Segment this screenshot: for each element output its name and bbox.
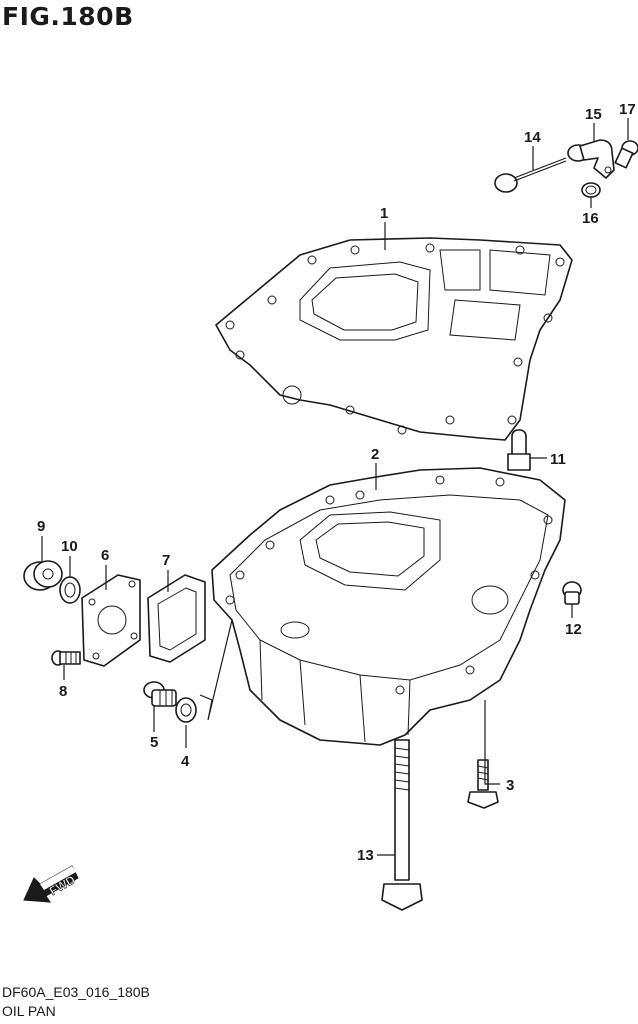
- part-washer-4[interactable]: [175, 697, 197, 723]
- part-bolt-3[interactable]: [467, 759, 499, 809]
- callout-4: 4: [181, 753, 190, 770]
- part-plug-9[interactable]: [23, 560, 63, 591]
- part-gasket-7[interactable]: [147, 574, 206, 663]
- leader-lines: [41, 118, 629, 856]
- callout-10: 10: [61, 538, 78, 555]
- part-plug-5[interactable]: [143, 681, 177, 707]
- callout-6: 6: [101, 547, 109, 564]
- part-oil-pan[interactable]: [211, 467, 566, 746]
- part-bolt-8[interactable]: [51, 650, 81, 666]
- part-o-ring-16[interactable]: [581, 182, 601, 198]
- figure-title: FIG.180B: [2, 2, 134, 31]
- callout-16: 16: [582, 210, 599, 227]
- figure-code: DF60A_E03_016_180B: [2, 984, 150, 1000]
- callout-13: 13: [357, 847, 374, 864]
- callout-2: 2: [371, 446, 379, 463]
- part-pin-11[interactable]: [507, 429, 531, 471]
- figure-name: OIL PAN: [2, 1003, 56, 1019]
- callout-7: 7: [162, 552, 170, 569]
- part-bolt-13[interactable]: [381, 739, 423, 911]
- fwd-arrow-icon: FWD: [23, 865, 79, 903]
- part-guide-15[interactable]: [567, 139, 615, 179]
- callout-1: 1: [380, 205, 388, 222]
- callout-3: 3: [506, 777, 514, 794]
- callout-8: 8: [59, 683, 67, 700]
- callout-17: 17: [619, 101, 636, 118]
- callout-11: 11: [550, 451, 566, 468]
- callouts: 1 2 3 4 5 6 7 8 9 10 11 12 13 14 15 16 1…: [37, 101, 636, 864]
- part-washer-10[interactable]: [59, 576, 81, 604]
- part-gasket[interactable]: [215, 237, 573, 441]
- part-bolt-17[interactable]: [614, 140, 638, 169]
- part-dipstick-14[interactable]: [494, 157, 567, 193]
- callout-5: 5: [150, 734, 158, 751]
- callout-14: 14: [524, 129, 541, 146]
- callout-12: 12: [565, 621, 582, 638]
- part-plate-6[interactable]: [81, 574, 141, 667]
- callout-15: 15: [585, 106, 602, 123]
- callout-9: 9: [37, 518, 45, 535]
- part-plug-12[interactable]: [562, 581, 582, 605]
